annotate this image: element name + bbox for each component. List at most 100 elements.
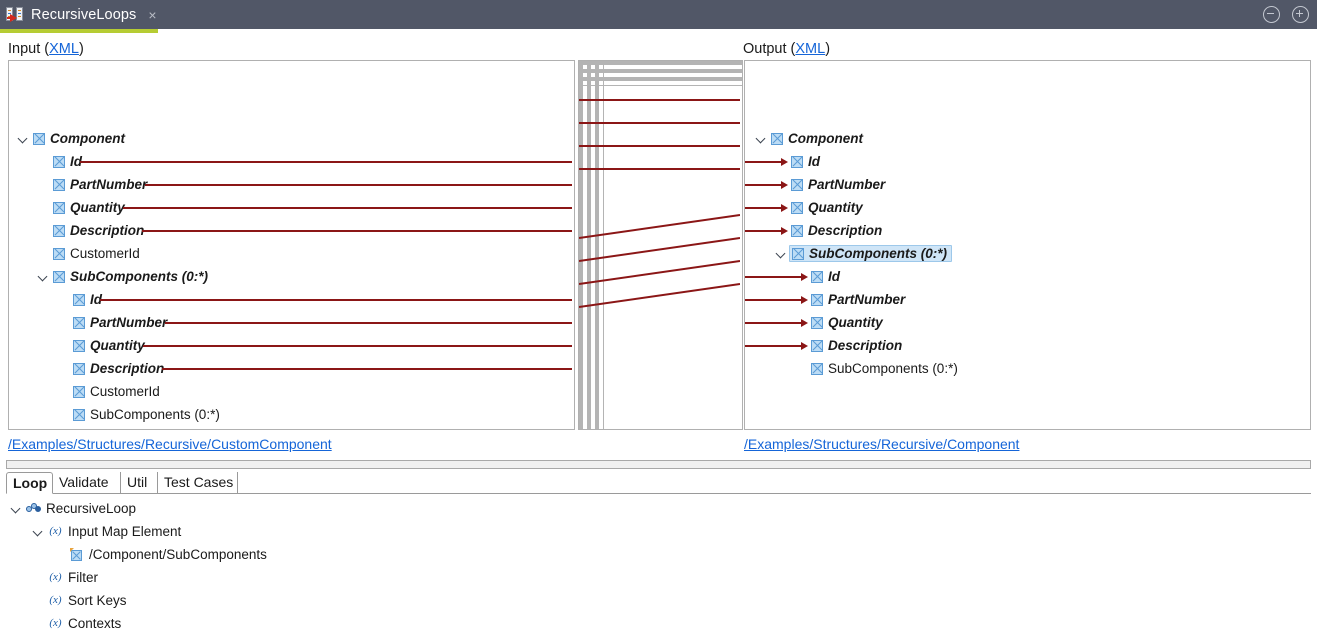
tab-validate[interactable]: Validate — [53, 472, 121, 494]
xml-element-icon — [73, 362, 85, 375]
chevron-down-icon[interactable] — [32, 525, 45, 538]
input-panel-header: Input (XML) — [8, 41, 84, 57]
maximize-icon[interactable] — [1292, 6, 1309, 23]
tree-indent-spacer — [37, 247, 50, 260]
tree-item-label: Description — [70, 223, 145, 238]
function-icon: (x) — [49, 617, 62, 629]
chevron-down-icon[interactable] — [755, 132, 768, 145]
mapping-line-stub — [100, 299, 572, 301]
xml-element-icon — [73, 339, 85, 352]
input-xml-link[interactable]: XML — [49, 41, 79, 57]
output-tree-row-partnumber[interactable]: PartNumber — [795, 288, 905, 311]
xpath-icon — [70, 548, 84, 561]
input-structure-path-link[interactable]: /Examples/Structures/Recursive/CustomCom… — [8, 436, 332, 452]
mapping-connection-line[interactable] — [579, 283, 740, 308]
input-tree-row-subcomponents-0[interactable]: SubComponents (0:*) — [37, 265, 208, 288]
output-tree-row-partnumber[interactable]: PartNumber — [775, 173, 885, 196]
tree-indent-spacer — [37, 155, 50, 168]
xml-element-icon — [73, 385, 85, 398]
close-icon[interactable]: × — [148, 6, 157, 23]
input-tree-row-customerid[interactable]: CustomerId — [37, 242, 140, 265]
function-icon: (x) — [49, 594, 62, 606]
mapping-line-stub — [145, 184, 572, 186]
tree-item-label: Component — [788, 131, 863, 146]
chevron-down-icon[interactable] — [775, 247, 788, 260]
tab-loop[interactable]: Loop — [6, 472, 53, 494]
output-tree-row-quantity[interactable]: Quantity — [795, 311, 883, 334]
mapping-canvas[interactable] — [578, 60, 743, 430]
output-panel-header: Output (XML) — [743, 41, 830, 57]
input-tree-row-quantity[interactable]: Quantity — [37, 196, 125, 219]
chevron-down-icon[interactable] — [17, 132, 30, 145]
mapping-arrow-line — [745, 161, 781, 163]
xml-element-icon — [53, 270, 65, 283]
input-tree-row-id[interactable]: Id — [57, 288, 102, 311]
output-tree-row-id[interactable]: Id — [795, 265, 840, 288]
loop-tree-row-sort-keys[interactable]: (x)Sort Keys — [32, 589, 126, 612]
tree-indent-spacer — [57, 293, 70, 306]
output-tree-row-subcomponents-0[interactable]: SubComponents (0:*) — [775, 242, 952, 265]
xml-element-icon — [791, 224, 803, 237]
mapping-arrow-head — [781, 203, 788, 212]
input-tree-row-partnumber[interactable]: PartNumber — [57, 311, 167, 334]
chevron-down-icon[interactable] — [37, 270, 50, 283]
output-tree-row-id[interactable]: Id — [775, 150, 820, 173]
tree-item-content: PartNumber — [791, 177, 885, 192]
output-xml-link[interactable]: XML — [795, 41, 826, 57]
tree-item-label: PartNumber — [70, 177, 148, 192]
window-tab-recursiveloops[interactable]: RecursiveLoops × — [0, 0, 167, 29]
xml-element-icon — [771, 132, 783, 145]
xml-element-icon — [73, 316, 85, 329]
tree-item-label: Quantity — [70, 200, 125, 215]
mapping-connection-line[interactable] — [579, 237, 740, 262]
panel-splitter[interactable] — [6, 460, 1311, 469]
function-icon: (x) — [49, 571, 62, 583]
tree-indent-spacer — [32, 594, 45, 607]
input-tree-row-partnumber[interactable]: PartNumber — [37, 173, 147, 196]
output-tree-row-subcomponents-0[interactable]: SubComponents (0:*) — [795, 357, 958, 380]
input-tree-row-quantity[interactable]: Quantity — [57, 334, 145, 357]
tree-item-label: Description — [808, 223, 883, 238]
xml-element-icon — [791, 201, 803, 214]
xml-element-icon — [791, 178, 803, 191]
loop-tree-row-recursiveloop[interactable]: RecursiveLoop — [10, 497, 136, 520]
loop-tree-row-input-map-element[interactable]: (x)Input Map Element — [32, 520, 181, 543]
tree-item-label: SubComponents (0:*) — [809, 246, 947, 261]
tab-test-cases[interactable]: Test Cases — [158, 472, 238, 494]
output-tree-row-description[interactable]: Description — [795, 334, 902, 357]
tree-item-label: PartNumber — [808, 177, 886, 192]
xml-element-icon — [53, 224, 65, 237]
tree-indent-spacer — [37, 201, 50, 214]
mapping-connection-line[interactable] — [579, 214, 740, 239]
input-tree-row-component[interactable]: Component — [17, 127, 125, 150]
input-tree-row-description[interactable]: Description — [37, 219, 144, 242]
loop-tree-row-filter[interactable]: (x)Filter — [32, 566, 98, 589]
xml-element-icon — [811, 316, 823, 329]
input-tree-row-description[interactable]: Description — [57, 357, 164, 380]
input-tree-row-id[interactable]: Id — [37, 150, 82, 173]
tree-item-label: Id — [828, 269, 840, 284]
tree-indent-spacer — [57, 316, 70, 329]
output-tree-row-component[interactable]: Component — [755, 127, 863, 150]
output-tree-row-description[interactable]: Description — [775, 219, 882, 242]
loop-tree-row-contexts[interactable]: (x)Contexts — [32, 612, 121, 635]
minimize-icon[interactable] — [1263, 6, 1280, 23]
xml-element-icon — [73, 408, 85, 421]
mapping-arrow-line — [745, 322, 801, 324]
mapping-connection-line[interactable] — [579, 260, 740, 285]
output-structure-path-link[interactable]: /Examples/Structures/Recursive/Component — [744, 436, 1020, 452]
loop-tree-row--component-subcomponents[interactable]: /Component/SubComponents — [54, 543, 267, 566]
output-tree-row-quantity[interactable]: Quantity — [775, 196, 863, 219]
loop-icon — [26, 502, 41, 515]
mapping-lines — [579, 99, 740, 308]
input-tree-row-subcomponents-0[interactable]: SubComponents (0:*) — [57, 403, 220, 426]
tree-item-label: SubComponents (0:*) — [828, 361, 958, 376]
tab-util[interactable]: Util — [121, 472, 158, 494]
chevron-down-icon[interactable] — [10, 502, 23, 515]
loop-tree-label: /Component/SubComponents — [89, 547, 267, 562]
input-tree-row-customerid[interactable]: CustomerId — [57, 380, 160, 403]
input-label: Input ( — [8, 41, 50, 57]
